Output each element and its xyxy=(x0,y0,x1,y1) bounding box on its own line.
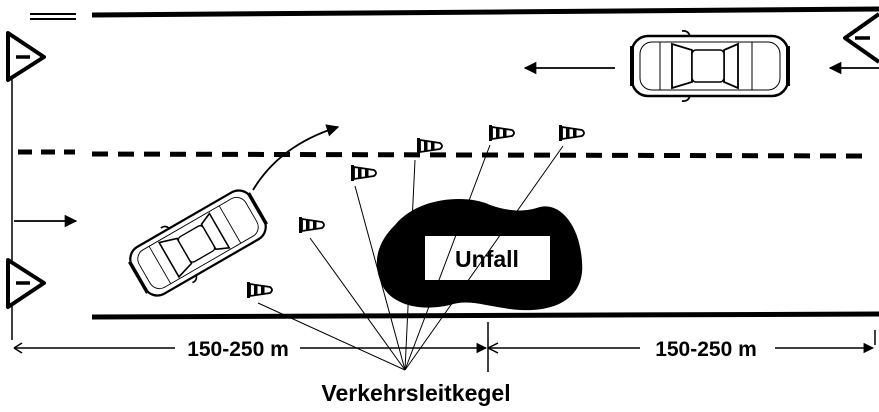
traffic-cone-icon xyxy=(416,137,443,155)
cone-leader-lines xyxy=(257,144,564,371)
warning-triangle-icon xyxy=(843,12,879,64)
traffic-cone-icon xyxy=(488,124,515,142)
accident-area: Unfall xyxy=(376,199,583,311)
traffic-cone-icon xyxy=(558,124,585,142)
traffic-cone-icon xyxy=(298,216,325,234)
distance-dimension-right: 150-250 m xyxy=(487,322,875,372)
center-line xyxy=(18,149,869,159)
warning-triangle-icon xyxy=(6,31,46,82)
distance-label-right: 150-250 m xyxy=(655,338,757,361)
arrow-icon xyxy=(252,124,340,191)
traffic-cone-icon xyxy=(350,164,377,182)
distance-dimension-left: 150-250 m xyxy=(13,338,488,361)
car-icon xyxy=(628,29,792,103)
accident-label: Unfall xyxy=(455,246,519,272)
warning-triangle-icon xyxy=(6,258,46,309)
cones-caption: Verkehrsleitkegel xyxy=(321,380,510,406)
distance-label-left: 150-250 m xyxy=(187,338,289,361)
road-edges xyxy=(11,6,879,345)
traffic-cone-icon xyxy=(246,281,273,299)
